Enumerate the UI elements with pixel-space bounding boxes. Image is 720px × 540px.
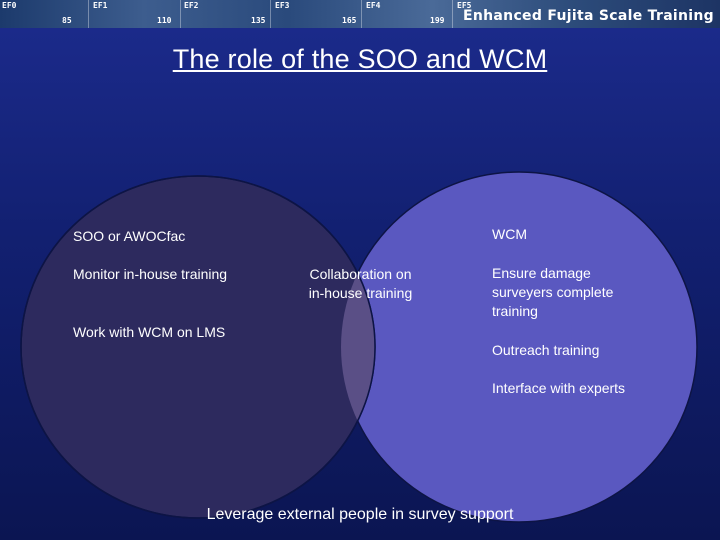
- scale-label-ef4: EF4: [366, 1, 381, 10]
- footer-text: Leverage external people in survey suppo…: [206, 506, 514, 523]
- scale-tick-value: 199: [430, 16, 445, 25]
- banner-divider: [361, 0, 362, 28]
- banner-divider: [270, 0, 271, 28]
- right-set-item: Outreach training: [492, 342, 600, 358]
- scale-label-ef1: EF1: [93, 1, 108, 10]
- scale-tick-value: 135: [251, 16, 266, 25]
- scale-label-ef0: EF0: [2, 1, 17, 10]
- banner-divider: [88, 0, 89, 28]
- scale-label-ef5: EF5: [457, 1, 472, 10]
- overlap-text: Collaboration on in-house training: [308, 266, 413, 301]
- left-set-item: Work with WCM on LMS: [73, 324, 226, 340]
- right-set-item: Interface with experts: [492, 380, 626, 396]
- header-banner: EF0 EF1 EF2 EF3 EF4 EF5 85 110 135 165 1…: [0, 0, 720, 28]
- scale-label-ef2: EF2: [184, 1, 199, 10]
- right-set-heading: WCM: [492, 226, 527, 242]
- banner-divider: [452, 0, 453, 28]
- banner-title: Enhanced Fujita Scale Training: [463, 8, 714, 24]
- scale-label-ef3: EF3: [275, 1, 290, 10]
- slide-title: The role of the SOO and WCM: [172, 44, 548, 74]
- left-circle-outline: [20, 175, 376, 519]
- left-set-item: Monitor in-house training: [73, 266, 228, 282]
- scale-tick-value: 85: [62, 16, 72, 25]
- left-set-heading: SOO or AWOCfac: [73, 228, 186, 244]
- scale-tick-value: 110: [157, 16, 172, 25]
- banner-divider: [180, 0, 181, 28]
- scale-tick-value: 165: [342, 16, 357, 25]
- right-set-item: Ensure damage surveyers complete trainin…: [492, 265, 614, 319]
